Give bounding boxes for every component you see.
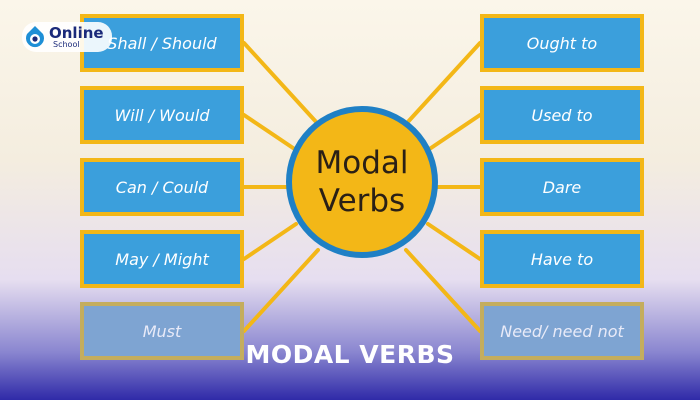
connector-right-1 — [404, 41, 482, 126]
center-title-line2: Verbs — [318, 183, 406, 219]
verb-label: May / Might — [84, 234, 240, 284]
center-circle: Modal Verbs — [286, 106, 438, 258]
verb-box-can-could: Can / Could — [80, 158, 244, 216]
connector-left-5 — [242, 248, 320, 333]
verb-box-will-would: Will / Would — [80, 86, 244, 144]
logo-subtitle: School — [53, 39, 80, 49]
connector-right-2 — [426, 113, 482, 152]
verb-box-dare: Dare — [480, 158, 644, 216]
verb-label: Ought to — [484, 18, 640, 68]
logo-text: Online School — [49, 23, 104, 49]
logo-icon — [24, 25, 46, 49]
verb-label: Used to — [484, 90, 640, 140]
verb-box-need-need-not: Need/ need not — [480, 302, 644, 360]
connector-right-4 — [426, 222, 482, 261]
verb-label: Dare — [484, 162, 640, 212]
verb-box-may-might: May / Might — [80, 230, 244, 288]
connector-right-5 — [404, 248, 482, 333]
verb-label: Can / Could — [84, 162, 240, 212]
verb-box-have-to: Have to — [480, 230, 644, 288]
verb-label: Will / Would — [84, 90, 240, 140]
verb-label: Must — [84, 306, 240, 356]
center-title-line1: Modal — [315, 145, 409, 181]
verb-label: Need/ need not — [484, 306, 640, 356]
verb-box-must: Must — [80, 302, 244, 360]
caption-title: MODAL VERBS — [245, 340, 455, 369]
connector-left-1 — [242, 41, 320, 126]
verb-box-used-to: Used to — [480, 86, 644, 144]
logo: Online School — [22, 22, 112, 52]
connector-left-4 — [242, 222, 298, 261]
verb-box-ought-to: Ought to — [480, 14, 644, 72]
logo-name: Online — [49, 23, 104, 42]
verb-label: Have to — [484, 234, 640, 284]
connector-left-2 — [242, 113, 298, 152]
